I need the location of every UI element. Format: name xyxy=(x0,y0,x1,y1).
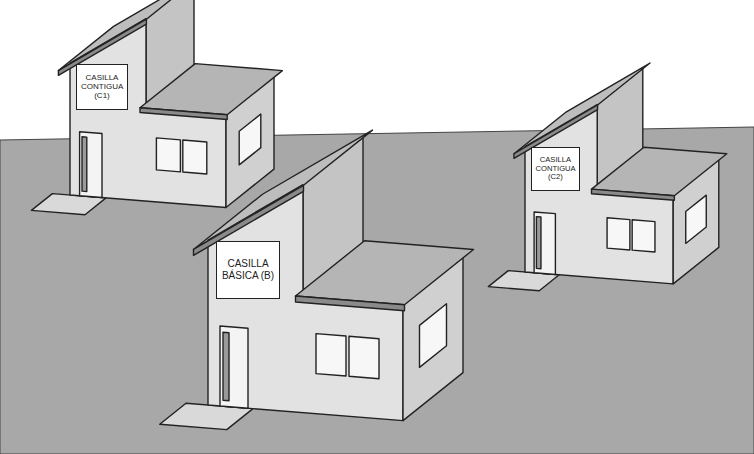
side-window xyxy=(239,114,261,165)
door-panel xyxy=(536,217,541,269)
window-pane xyxy=(316,334,346,376)
house-sign: CASILLA BÁSICA (B) xyxy=(216,241,280,299)
window-pane xyxy=(607,218,630,250)
door-panel xyxy=(223,332,229,400)
side-window xyxy=(420,304,447,368)
side-window xyxy=(686,195,707,243)
lower-roof xyxy=(296,241,474,305)
window-pane xyxy=(349,336,379,378)
window-pane xyxy=(183,140,207,174)
lower-roof-edge xyxy=(140,108,227,120)
lower-roof-edge xyxy=(592,189,675,200)
sign-text: CASILLA CONTIGUA (C1) xyxy=(81,73,123,101)
lower-roof xyxy=(592,147,727,196)
window-pane xyxy=(156,138,180,172)
door xyxy=(220,326,248,408)
house-sign: CASILLA CONTIGUA (C2) xyxy=(531,147,580,191)
window-pane xyxy=(632,220,655,252)
house-drawing xyxy=(488,63,726,291)
lower-roof-edge xyxy=(296,296,405,311)
door xyxy=(534,212,555,275)
house-drawing xyxy=(31,0,282,215)
house-drawing xyxy=(160,130,474,430)
sign-text: CASILLA CONTIGUA (C2) xyxy=(536,156,576,182)
house-sign: CASILLA CONTIGUA (C1) xyxy=(76,64,127,110)
door xyxy=(80,132,102,198)
lower-roof xyxy=(140,64,282,115)
door-panel xyxy=(82,137,87,192)
sign-text: CASILLA BÁSICA (B) xyxy=(221,258,275,281)
